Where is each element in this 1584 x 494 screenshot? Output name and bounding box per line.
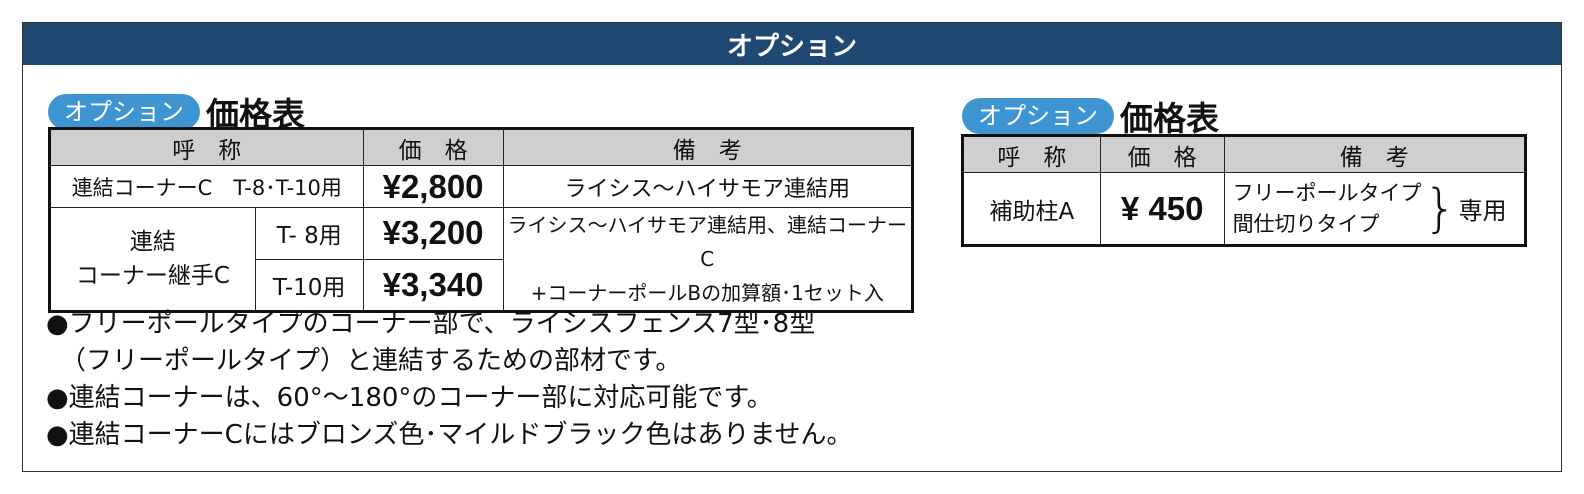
col-header-note: 備 考 [1223, 136, 1526, 173]
right-price-table: 呼 称 価 格 備 考 補助柱A ¥ 450 フリーポールタイプ 間仕切りタイプ… [961, 134, 1527, 247]
hojo-name: 補助柱A [963, 172, 1101, 245]
row1-note: ライシス～ハイサモア連結用 [502, 165, 913, 208]
col-header-price: 価 格 [1099, 136, 1225, 173]
brace-icon: } [1423, 178, 1457, 239]
row2-name: 連結 コーナー継手C [50, 207, 256, 311]
section-title: オプション [726, 31, 857, 62]
section-header: オプション [23, 23, 1561, 65]
row1-price: ¥2,800 [362, 165, 504, 208]
row2-name-line2: コーナー継手C [75, 263, 230, 289]
row2-price-a: ¥3,200 [362, 207, 504, 260]
note-line: （フリーポールタイプ）と連結するための部材です。 [60, 346, 682, 376]
hojo-note-suffix: 専用 [1458, 197, 1507, 225]
hojo-note-line1: フリーポールタイプ [1232, 180, 1422, 205]
price-table-title-left: 価格表 [206, 95, 305, 134]
row2-note-line1: ライシス～ハイサモア連結用、連結コーナーC [507, 213, 908, 271]
hojo-note-line2: 間仕切りタイプ [1232, 211, 1380, 236]
left-title-row: オプション 価格表 [48, 88, 305, 136]
option-frame: オプション [22, 22, 1562, 472]
col-header-price: 価 格 [362, 129, 504, 166]
row2-note-line2: +コーナーポールBの加算額･1セット入 [530, 281, 884, 305]
option-pill-left: オプション [48, 94, 200, 130]
col-header-name: 呼 称 [50, 129, 364, 166]
note-line: ●連結コーナーCにはブロンズ色･マイルドブラック色はありません。 [46, 420, 853, 450]
notes-list: ●フリーポールタイプのコーナー部で、ライシスフェンス7型･8型 （フリーポールタ… [46, 306, 853, 454]
note-line: ●フリーポールタイプのコーナー部で、ライシスフェンス7型･8型 [46, 309, 816, 339]
row2-price-b: ¥3,340 [362, 258, 504, 311]
hojo-note: フリーポールタイプ 間仕切りタイプ } 専用 [1223, 172, 1526, 245]
row2-sub-b: T-10用 [254, 258, 364, 311]
price-table-title-right: 価格表 [1120, 99, 1219, 138]
col-header-name: 呼 称 [963, 136, 1101, 173]
col-header-note: 備 考 [502, 129, 913, 166]
left-price-table: 呼 称 価 格 備 考 連結コーナーC T-8･T-10用 ¥2,800 ライシ… [48, 127, 914, 313]
row2-name-line1: 連結 [129, 229, 176, 255]
row2-note: ライシス～ハイサモア連結用、連結コーナーC +コーナーポールBの加算額･1セット… [502, 207, 913, 311]
row1-name: 連結コーナーC T-8･T-10用 [50, 165, 364, 208]
row2-sub-a: T- 8用 [254, 207, 364, 260]
hojo-price: ¥ 450 [1099, 172, 1225, 245]
right-title-row: オプション 価格表 [962, 92, 1219, 140]
option-pill-right: オプション [962, 98, 1114, 134]
note-line: ●連結コーナーは、60°～180°のコーナー部に対応可能です。 [46, 383, 773, 413]
